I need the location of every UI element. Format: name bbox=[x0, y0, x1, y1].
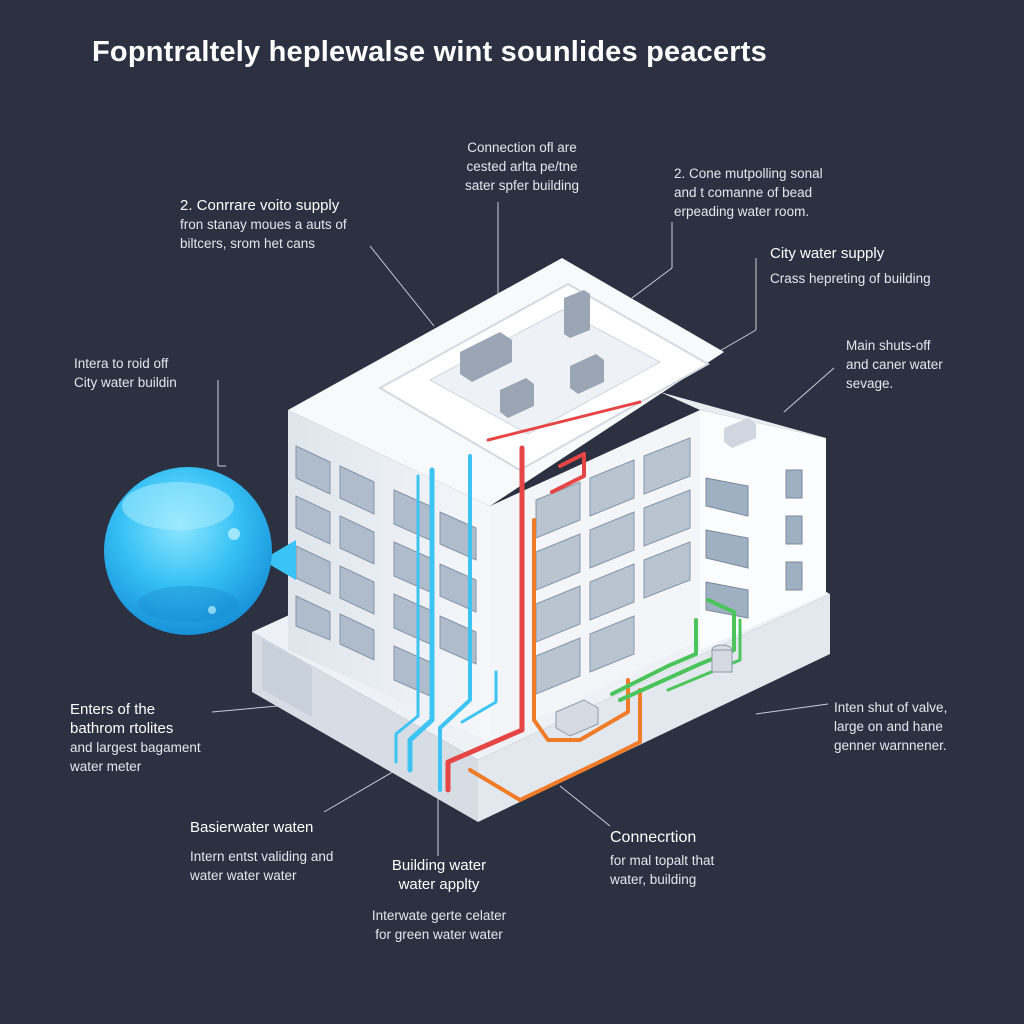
label-line: erpeading water room. bbox=[674, 204, 810, 219]
label-line: Interwate gerte celater bbox=[371, 908, 507, 923]
label-line: genner warnnener. bbox=[834, 738, 947, 753]
label-upper-left: 2. Conrrare voito supply fron stanay mou… bbox=[180, 196, 347, 253]
label-line: Intern entst validing and bbox=[190, 849, 334, 864]
label-line: biltcers, srom het cans bbox=[180, 236, 316, 251]
label-line: 2. Cone mutpolling sonal bbox=[674, 166, 823, 181]
label-line: cested arlta pe/tne bbox=[466, 159, 578, 174]
label-line: Connection ofl are bbox=[467, 140, 577, 155]
label-line: Inten shut of valve, bbox=[834, 700, 948, 715]
label-heading: water applty bbox=[398, 876, 480, 893]
label-heading: Enters of the bbox=[70, 701, 156, 718]
label-line: for mal topalt that bbox=[610, 853, 715, 868]
label-enters-bath: Enters of the bathrom rtolites and large… bbox=[70, 700, 201, 776]
label-main-shutoff: Main shuts-off and caner water sevage. bbox=[846, 336, 943, 393]
label-line: and caner water bbox=[846, 357, 943, 372]
label-heading: City water supply bbox=[770, 245, 885, 262]
label-line: sevage. bbox=[846, 376, 894, 391]
label-top-center: Connection ofl are cested arlta pe/tne s… bbox=[438, 138, 606, 195]
label-line: large on and hane bbox=[834, 719, 943, 734]
label-heading: Connecrtion bbox=[610, 829, 697, 846]
label-line: and t comanne of bead bbox=[674, 185, 813, 200]
label-intake-left: Intera to roid off City water buildin bbox=[74, 354, 177, 392]
label-line: Intera to roid off bbox=[74, 356, 169, 371]
label-building-supply: Building water water applty Interwate ge… bbox=[354, 856, 524, 944]
label-line: Main shuts-off bbox=[846, 338, 931, 353]
water-tank bbox=[104, 467, 296, 635]
label-line: and largest bagament bbox=[70, 740, 201, 755]
label-line: sater spfer building bbox=[464, 178, 580, 193]
label-heading: Building water bbox=[391, 857, 487, 874]
label-line: Crass hepreting of building bbox=[770, 271, 931, 286]
label-heading: Basierwater waten bbox=[190, 819, 314, 836]
leader-lines bbox=[211, 202, 835, 856]
label-line: water, building bbox=[610, 872, 697, 887]
label-line: water water water bbox=[190, 868, 297, 883]
label-basement: Basierwater waten Intern entst validing … bbox=[190, 818, 333, 885]
label-line: City water buildin bbox=[74, 375, 177, 390]
label-connection-bottom: Connecrtion for mal topalt that water, b… bbox=[610, 828, 714, 889]
label-line: fron stanay moues a auts of bbox=[180, 217, 347, 232]
label-line: water meter bbox=[70, 759, 142, 774]
label-city-supply: City water supply Crass hepreting of bui… bbox=[770, 244, 931, 288]
label-heading: 2. Conrrare voito supply bbox=[180, 197, 340, 214]
label-line: for green water water bbox=[375, 927, 503, 942]
page-title: Fopntraltely heplewalse wint sounlides p… bbox=[92, 36, 767, 68]
label-inten-shut: Inten shut of valve, large on and hane g… bbox=[834, 698, 947, 755]
label-heading: bathrom rtolites bbox=[70, 720, 174, 737]
label-top-right: 2. Cone mutpolling sonal and t comanne o… bbox=[674, 164, 823, 221]
